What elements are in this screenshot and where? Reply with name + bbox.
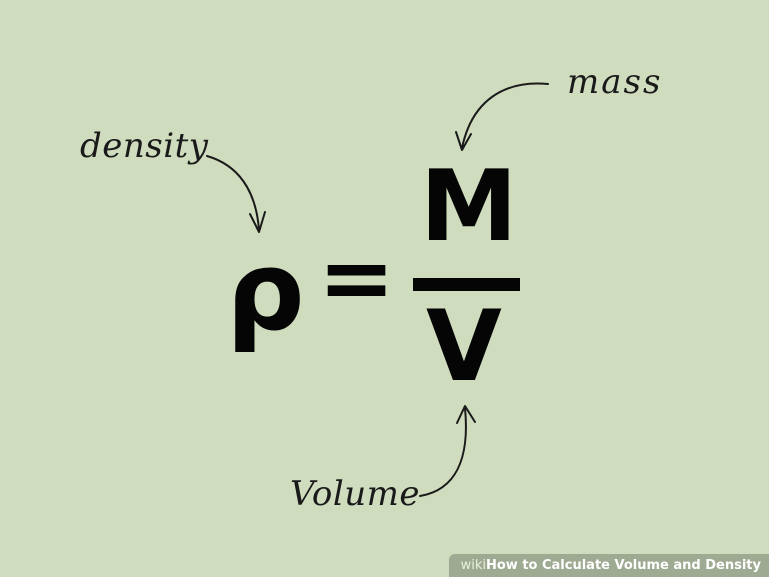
volume-arrow-icon — [419, 405, 476, 497]
volume-label: Volume — [290, 474, 421, 514]
density-arrow-icon — [206, 155, 266, 233]
mass-symbol: M — [420, 150, 518, 264]
mass-arrow-icon — [455, 82, 549, 151]
wikihow-watermark: wikiHow to Calculate Volume and Density — [448, 554, 769, 577]
equals-sign: = — [318, 224, 396, 331]
watermark-brand-how: How — [485, 558, 518, 573]
fraction-bar — [413, 278, 520, 291]
density-label: density — [80, 126, 209, 166]
watermark-brand-wiki: wiki — [460, 558, 486, 573]
volume-symbol: V — [426, 290, 502, 404]
density-symbol: ρ — [226, 227, 305, 355]
watermark-title: to Calculate Volume and Density — [517, 558, 761, 573]
mass-label: mass — [567, 62, 663, 102]
